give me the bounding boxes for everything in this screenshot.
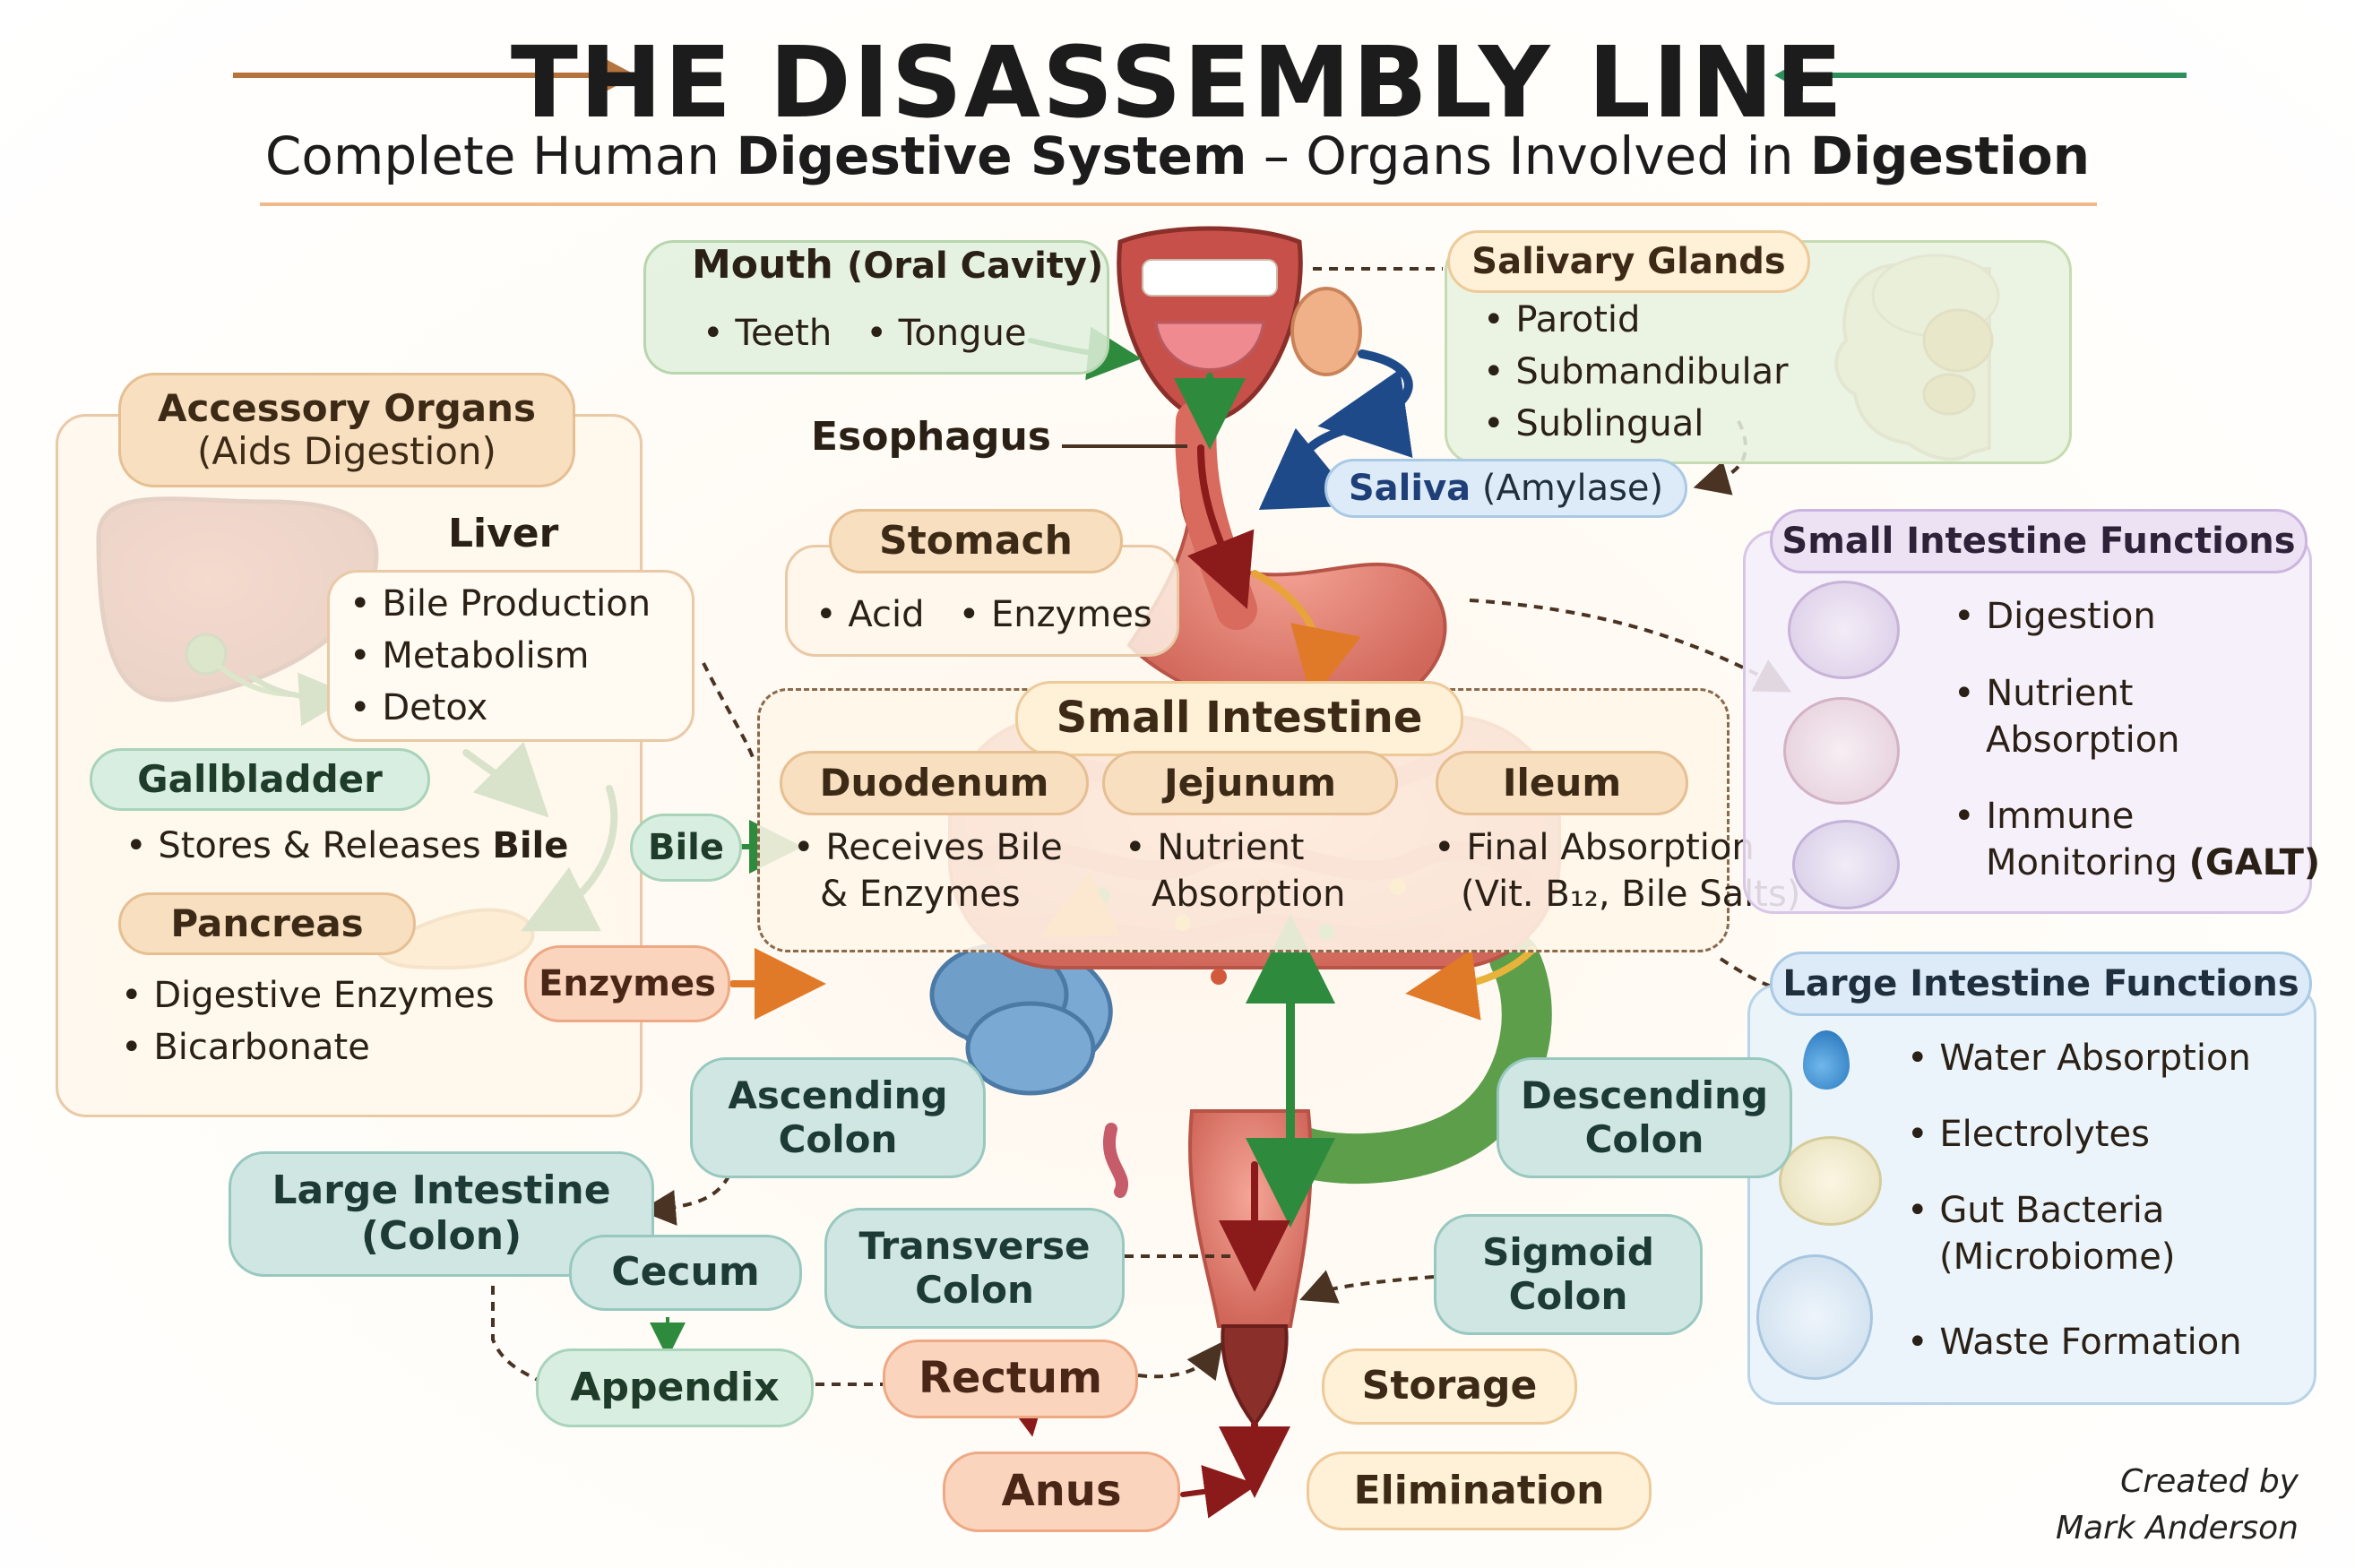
si-function-digestion: Digestion xyxy=(1954,593,2156,640)
accessory-title: Accessory Organs(Aids Digestion) xyxy=(118,373,575,487)
li-function-electrolytes: Electrolytes xyxy=(1907,1111,2150,1158)
title-arrows xyxy=(233,59,2187,206)
pancreas-item: Bicarbonate xyxy=(121,1021,495,1073)
credit: Created by Mark Anderson xyxy=(2055,1463,2299,1547)
mouth-title: Mouth (Oral Cavity) xyxy=(692,242,1104,288)
electrolytes-icon xyxy=(1779,1136,1882,1226)
sigmoid-colon-label: Sigmoid Colon xyxy=(1434,1214,1703,1335)
page-title: THE DISASSEMBLY LINE xyxy=(510,25,1845,140)
rectum-label: Rectum xyxy=(883,1340,1138,1418)
ascending-colon-label: Ascending Colon xyxy=(690,1057,986,1178)
pancreas-list: Digestive Enzymes Bicarbonate xyxy=(121,969,495,1073)
enzymes-label: Enzymes xyxy=(524,945,730,1022)
ileum-title: Ileum xyxy=(1436,751,1688,815)
pancreas-item: Digestive Enzymes xyxy=(121,969,494,1021)
si-icon-absorption xyxy=(1783,697,1900,805)
duodenum-desc: Receives Bile & Enzymes xyxy=(793,824,1063,918)
li-function-waste: Waste Formation xyxy=(1907,1319,2242,1366)
liver-item: Metabolism xyxy=(349,630,692,682)
mouth-panel xyxy=(643,240,1109,375)
gallbladder-title: Gallbladder xyxy=(90,748,430,811)
dashed-connectors xyxy=(491,267,1792,1386)
duodenum-title: Duodenum xyxy=(780,751,1089,815)
descending-colon-label: Descending Colon xyxy=(1497,1057,1792,1178)
li-functions-title: Large Intestine Functions xyxy=(1770,952,2312,1016)
mouth-item-teeth: Teeth xyxy=(703,313,832,354)
colon-illustration xyxy=(929,934,1552,1198)
gallbladder-item: Stores & Releases Bile xyxy=(125,823,568,869)
mouth-item-tongue: Tongue xyxy=(866,313,1026,354)
salivary-item: Submandibular xyxy=(1483,346,1788,398)
small-intestine-title: Small Intestine xyxy=(1015,681,1463,756)
ileum-desc: Final Absorption (Vit. B₁₂, Bile Salts) xyxy=(1434,824,1800,918)
bile-label: Bile xyxy=(630,814,742,882)
salivary-item: Sublingual xyxy=(1483,398,1789,450)
appendix-label: Appendix xyxy=(536,1348,814,1427)
salivary-title: Salivary Glands xyxy=(1447,230,1810,293)
li-function-water: Water Absorption xyxy=(1907,1035,2251,1081)
pancreas-title: Pancreas xyxy=(118,892,416,955)
stomach-title: Stomach xyxy=(829,509,1123,573)
jejunum-title: Jejunum xyxy=(1102,751,1398,815)
li-function-bacteria: Gut Bacteria (Microbiome) xyxy=(1907,1187,2175,1280)
salivary-item: Parotid xyxy=(1483,294,1789,346)
page-subtitle: Complete Human Digestive System – Organs… xyxy=(264,125,2091,186)
storage-label: Storage xyxy=(1322,1348,1577,1425)
si-function-immune: Immune Monitoring (GALT) xyxy=(1954,793,2320,886)
esophagus-label: Esophagus xyxy=(811,414,1051,460)
liver-title: Liver xyxy=(448,511,559,556)
anus-label: Anus xyxy=(943,1452,1180,1532)
si-function-absorption: Nutrient Absorption xyxy=(1954,670,2180,763)
esophagus-leader xyxy=(1062,444,1187,448)
elimination-label: Elimination xyxy=(1307,1452,1652,1530)
mouth-items: Teeth Tongue xyxy=(703,310,1026,357)
jejunum-desc: Nutrient Absorption xyxy=(1125,824,1346,918)
salivary-list: Parotid Submandibular Sublingual xyxy=(1483,294,1789,450)
stomach-items: Acid Enzymes xyxy=(815,591,1152,638)
water-drop-icon xyxy=(1803,1030,1850,1090)
liver-list: Bile Production Metabolism Detox xyxy=(327,570,694,742)
bacteria-icon xyxy=(1756,1254,1873,1380)
cecum-label: Cecum xyxy=(569,1235,802,1311)
si-functions-title: Small Intestine Functions xyxy=(1770,509,2308,573)
transverse-colon-label: Transverse Colon xyxy=(824,1208,1125,1329)
si-icon-immune xyxy=(1792,820,1900,909)
stomach-item-enzymes: Enzymes xyxy=(959,594,1152,635)
liver-item: Bile Production xyxy=(349,578,692,630)
saliva-label: Saliva (Amylase) xyxy=(1324,459,1687,518)
stomach-item-acid: Acid xyxy=(815,594,924,635)
liver-item: Detox xyxy=(349,682,692,734)
si-icon-digestion xyxy=(1788,581,1900,679)
